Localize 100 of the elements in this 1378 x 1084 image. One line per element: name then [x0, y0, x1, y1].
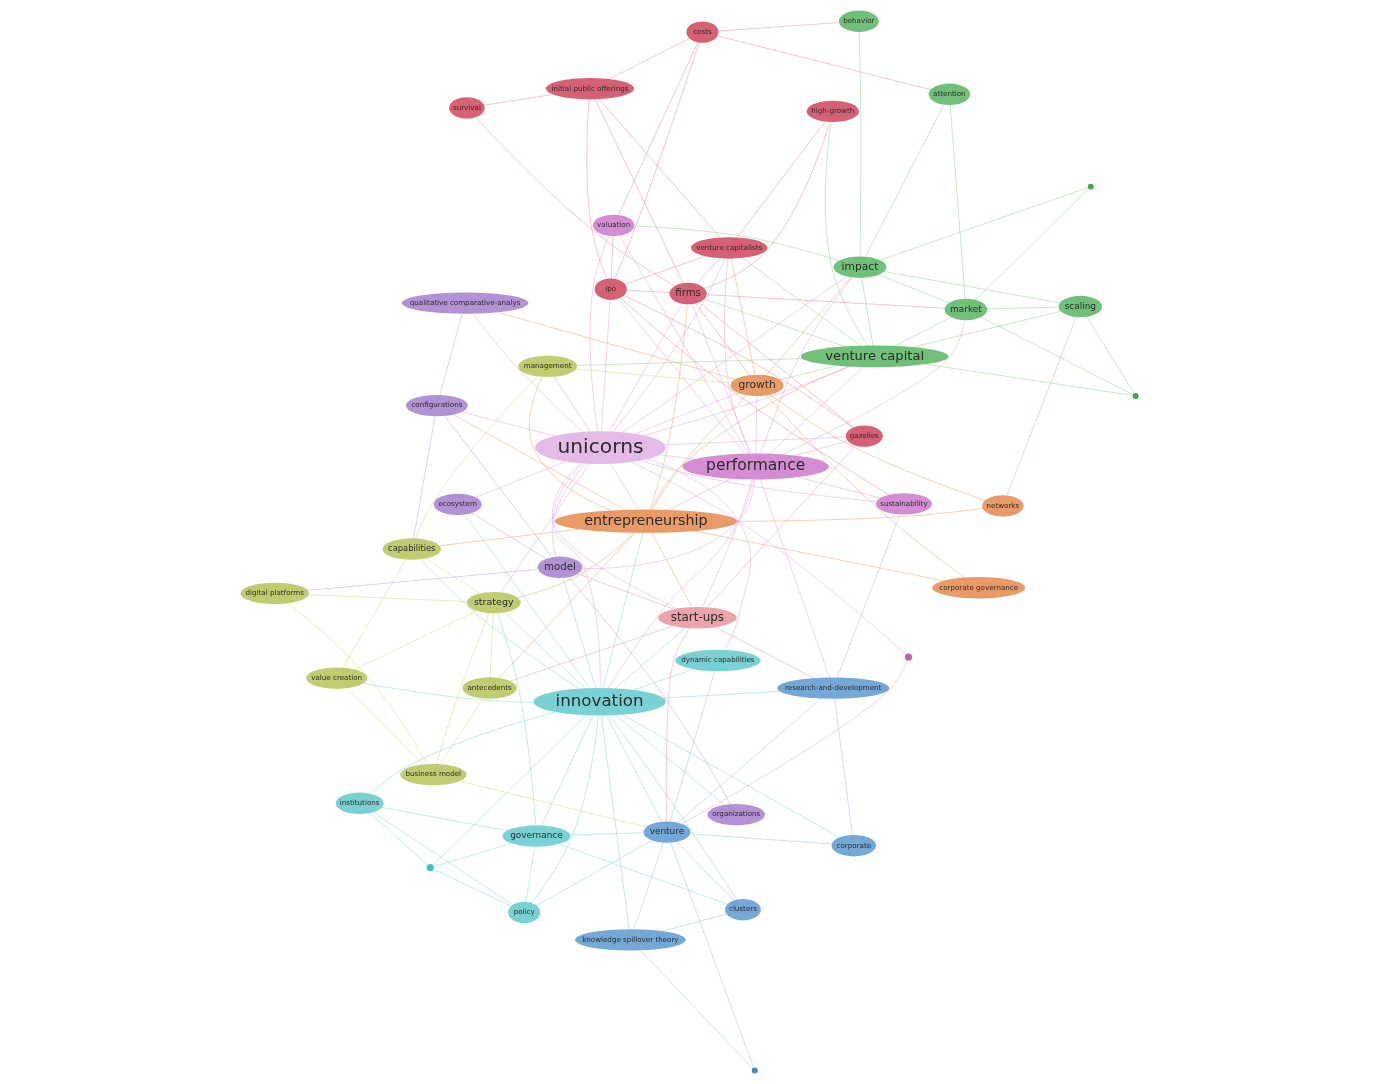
connector [452, 414, 625, 510]
node-circle [1132, 392, 1139, 399]
connector [665, 628, 690, 822]
connector [372, 812, 513, 906]
connector [509, 625, 673, 682]
connector [691, 303, 751, 454]
connector [974, 188, 1089, 301]
connector [694, 530, 944, 582]
connector [577, 573, 674, 610]
connector [617, 298, 745, 454]
connector [483, 94, 553, 106]
connector [1006, 316, 1076, 496]
connector [553, 376, 590, 432]
connector [651, 395, 747, 510]
connector [615, 715, 725, 806]
connector [439, 313, 462, 396]
connector [717, 22, 839, 32]
connector [633, 842, 664, 930]
connector [605, 715, 662, 822]
connector [598, 99, 720, 238]
connector [369, 711, 556, 794]
node-circle [904, 653, 912, 661]
connector [474, 461, 566, 498]
node-ellipse: impact [832, 256, 886, 278]
connector [730, 258, 755, 375]
connector [741, 257, 861, 346]
connector [980, 316, 1133, 395]
connector [626, 289, 670, 293]
connector [651, 532, 692, 608]
connector [858, 31, 861, 257]
connector [860, 277, 873, 346]
connector [794, 440, 848, 456]
node-ellipse: governance [501, 825, 570, 847]
connector [621, 714, 840, 838]
connector [610, 236, 613, 279]
connector [503, 612, 585, 689]
connector [714, 626, 814, 679]
connector [670, 842, 754, 1068]
connector [716, 35, 931, 90]
connector [608, 715, 737, 900]
connector [759, 479, 830, 678]
connector [781, 319, 965, 455]
connector [736, 121, 825, 238]
node-circle [1087, 183, 1094, 190]
connector [632, 668, 693, 691]
connector [552, 463, 600, 689]
node-ellipse: firms [668, 282, 707, 305]
connector [662, 690, 780, 699]
connector [558, 843, 728, 905]
connector [986, 306, 1059, 310]
connector [472, 313, 583, 433]
connector [528, 376, 611, 511]
connector [664, 436, 846, 446]
node-circle [751, 1067, 758, 1074]
connector [883, 271, 1060, 304]
node-ellipse: scaling [1058, 295, 1102, 318]
connector [698, 302, 854, 428]
connector [864, 104, 944, 257]
connector [694, 303, 750, 376]
connector [1085, 316, 1134, 394]
connector [381, 807, 507, 831]
node-ellipse: market [944, 298, 987, 321]
connector [287, 603, 428, 765]
connector [634, 392, 738, 435]
node-ellipse: venture capital [800, 345, 948, 368]
connector [308, 594, 467, 602]
connector [879, 187, 1088, 261]
connector [630, 461, 906, 656]
connector [667, 478, 731, 511]
connector [562, 577, 596, 689]
connector [525, 846, 535, 902]
connector [535, 840, 652, 906]
node-ellipse: capabilities [382, 538, 441, 560]
connector [567, 576, 731, 805]
connector [607, 479, 753, 689]
connector [414, 376, 538, 539]
connector [677, 698, 821, 823]
connector [346, 688, 423, 765]
connector [353, 610, 477, 670]
connector [949, 104, 965, 299]
connector [458, 780, 646, 828]
connector [639, 950, 753, 1069]
connector [369, 812, 428, 866]
connector [765, 395, 965, 578]
connector [551, 463, 585, 557]
connector [581, 479, 755, 569]
connector [768, 367, 863, 455]
node-ellipse: venture [643, 821, 690, 843]
node-circle [426, 864, 434, 872]
connector [530, 715, 599, 904]
connector [435, 613, 490, 765]
connector [420, 559, 579, 689]
connector [412, 416, 435, 539]
node-ellipse: model [537, 556, 582, 579]
connector [703, 121, 830, 289]
connector [619, 235, 748, 454]
connector [706, 445, 856, 608]
connector [624, 256, 705, 285]
connector [797, 476, 881, 499]
connector [614, 627, 686, 689]
